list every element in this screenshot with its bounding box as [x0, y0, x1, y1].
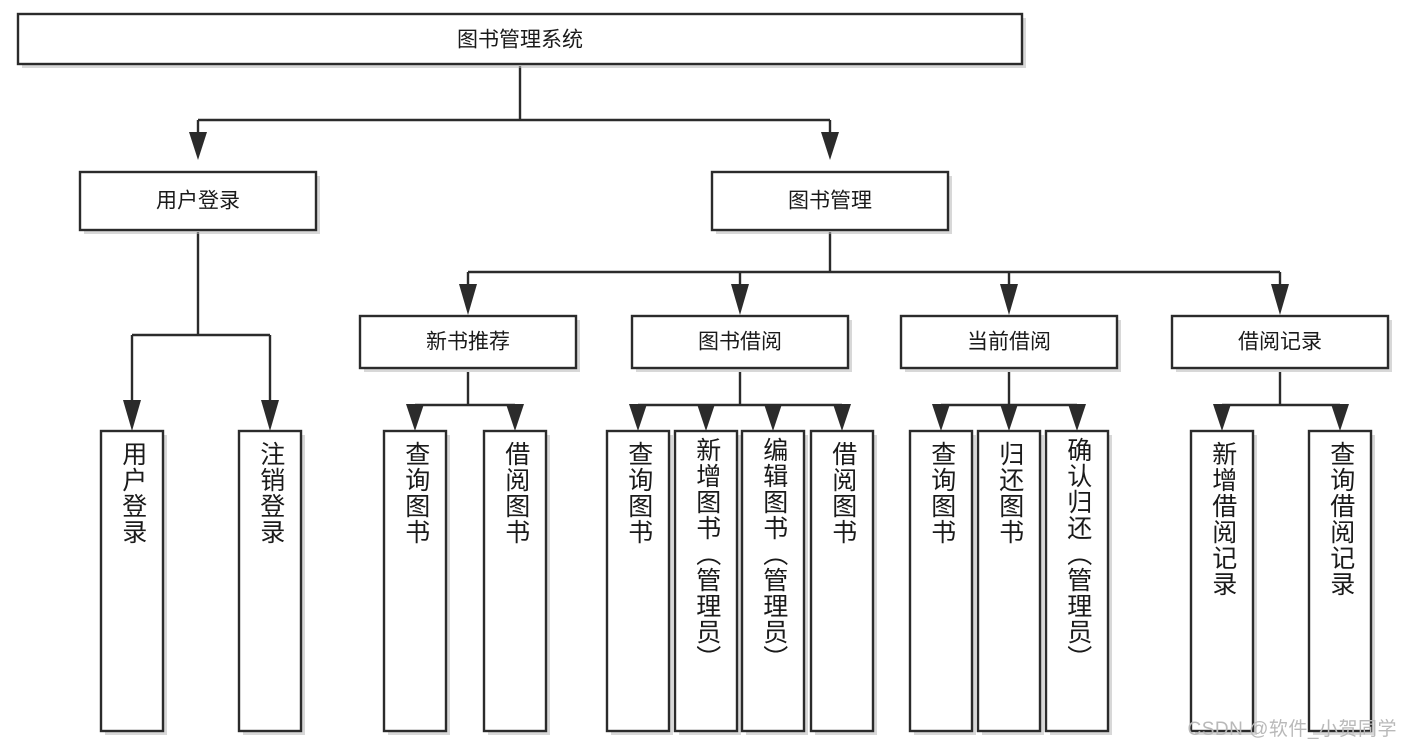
leaf-borrow-1[interactable] [673, 429, 741, 735]
node-book-borrow-box[interactable] [630, 314, 850, 370]
node-borrow-record-label: 借阅记录 [1238, 331, 1322, 354]
arrow-borrow-leaf-2 [697, 404, 715, 431]
node-book-management-label: 图书管理 [788, 190, 872, 213]
node-new-book-recommend-label: 新书推荐 [426, 331, 510, 354]
arrow-to-leaf-logout [261, 400, 279, 431]
leaf-recommend-1[interactable] [482, 429, 550, 735]
arrow-recommend-leaf-1 [406, 404, 424, 431]
leaf-recommend-1-box[interactable] [482, 429, 548, 733]
leaf-current-2-box[interactable] [1044, 429, 1110, 733]
leaf-current-0-box[interactable] [908, 429, 974, 733]
arrow-current-leaf-1 [932, 404, 950, 431]
arrow-current-leaf-2 [1000, 404, 1018, 431]
node-book-management-box[interactable] [710, 170, 950, 232]
arrow-current-leaf-3 [1068, 404, 1086, 431]
leaf-user-login-0-box[interactable] [99, 429, 165, 733]
leaf-borrow-2[interactable] [740, 429, 808, 735]
leaf-borrow-3[interactable] [809, 429, 877, 735]
arrow-to-borrow-record [1271, 284, 1289, 315]
csdn-watermark: CSDN @软件_小贺同学 [1187, 719, 1397, 740]
node-user-login-label: 用户登录 [156, 190, 240, 213]
arrow-to-new-book-recommend [459, 284, 477, 315]
node-root[interactable]: 图书管理系统 [16, 12, 1026, 68]
arrow-borrow-leaf-1 [629, 404, 647, 431]
node-user-login-box[interactable] [78, 170, 318, 232]
leaf-current-2[interactable] [1044, 429, 1112, 735]
leaf-user-login-0[interactable] [99, 429, 167, 735]
node-borrow-record-box[interactable] [1170, 314, 1390, 370]
node-root-box[interactable] [16, 12, 1024, 66]
node-user-login[interactable]: 用户登录 [78, 170, 320, 234]
leaf-record-1[interactable] [1307, 429, 1375, 735]
node-current-borrow[interactable]: 当前借阅 [899, 314, 1121, 372]
leaf-user-login-1[interactable] [237, 429, 305, 735]
leaf-borrow-2-box[interactable] [740, 429, 806, 733]
connector-group [123, 66, 1349, 431]
node-book-management[interactable]: 图书管理 [710, 170, 952, 234]
arrow-borrow-leaf-3 [764, 404, 782, 431]
node-root-label: 图书管理系统 [457, 29, 583, 52]
leaf-record-0-box[interactable] [1189, 429, 1255, 733]
leaf-borrow-1-box[interactable] [673, 429, 739, 733]
leaf-user-login-1-box[interactable] [237, 429, 303, 733]
node-borrow-record[interactable]: 借阅记录 [1170, 314, 1392, 372]
leaf-recommend-0-box[interactable] [382, 429, 448, 733]
node-current-borrow-label: 当前借阅 [967, 331, 1051, 354]
leaf-current-1-box[interactable] [976, 429, 1042, 733]
arrow-to-book-borrow [731, 284, 749, 315]
node-book-borrow-label: 图书借阅 [698, 331, 782, 354]
arrow-recommend-leaf-2 [506, 404, 524, 431]
arrow-to-current-borrow [1000, 284, 1018, 315]
leaf-record-1-box[interactable] [1307, 429, 1373, 733]
leaf-record-0[interactable] [1189, 429, 1257, 735]
arrow-to-leaf-user-login [123, 400, 141, 431]
leaf-current-0[interactable] [908, 429, 976, 735]
leaf-current-1[interactable] [976, 429, 1044, 735]
arrow-borrow-leaf-4 [833, 404, 851, 431]
node-book-borrow[interactable]: 图书借阅 [630, 314, 852, 372]
leaf-borrow-3-box[interactable] [809, 429, 875, 733]
leaf-recommend-0[interactable] [382, 429, 450, 735]
arrow-to-user-login [189, 132, 207, 160]
arrow-record-leaf-2 [1331, 404, 1349, 431]
leaf-borrow-0[interactable] [605, 429, 673, 735]
arrow-record-leaf-1 [1213, 404, 1231, 431]
node-current-borrow-box[interactable] [899, 314, 1119, 370]
arrow-to-book-management [821, 132, 839, 160]
node-new-book-recommend-box[interactable] [358, 314, 578, 370]
node-new-book-recommend[interactable]: 新书推荐 [358, 314, 580, 372]
leaf-borrow-0-box[interactable] [605, 429, 671, 733]
